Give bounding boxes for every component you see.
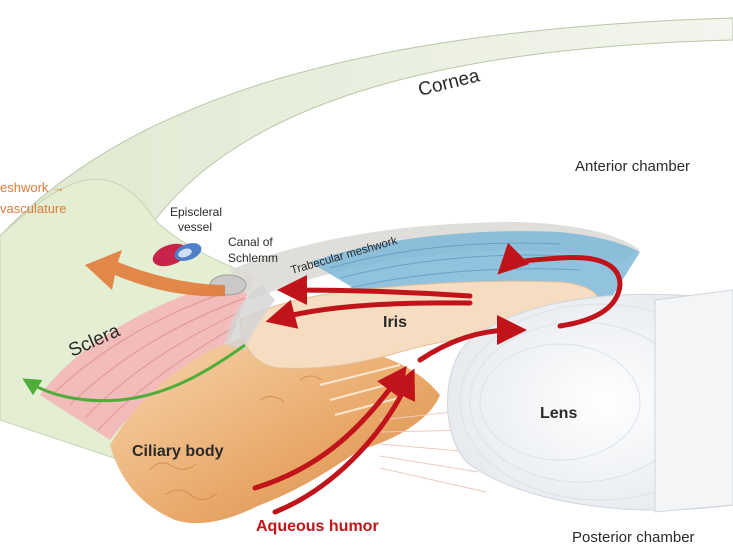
- iris-label: Iris: [383, 314, 407, 331]
- lens-label: Lens: [540, 405, 577, 422]
- canal-of-schlemm-label-line2: Schlemm: [228, 251, 278, 265]
- outflow-label-line1: eshwork →: [0, 180, 65, 195]
- posterior-chamber-label: Posterior chamber: [572, 529, 695, 546]
- aqueous-humor-label: Aqueous humor: [256, 518, 379, 535]
- ciliary-body-label: Ciliary body: [132, 443, 224, 460]
- anterior-chamber-label: Anterior chamber: [575, 158, 690, 175]
- lens-cut-face: [655, 290, 733, 512]
- canal-of-schlemm-label-line1: Canal of: [228, 235, 273, 249]
- outflow-label-line2: vasculature: [0, 201, 66, 216]
- episcleral-vessel-label-line1: Episcleral: [170, 205, 222, 219]
- episcleral-vessel-label-line2: vessel: [178, 220, 212, 234]
